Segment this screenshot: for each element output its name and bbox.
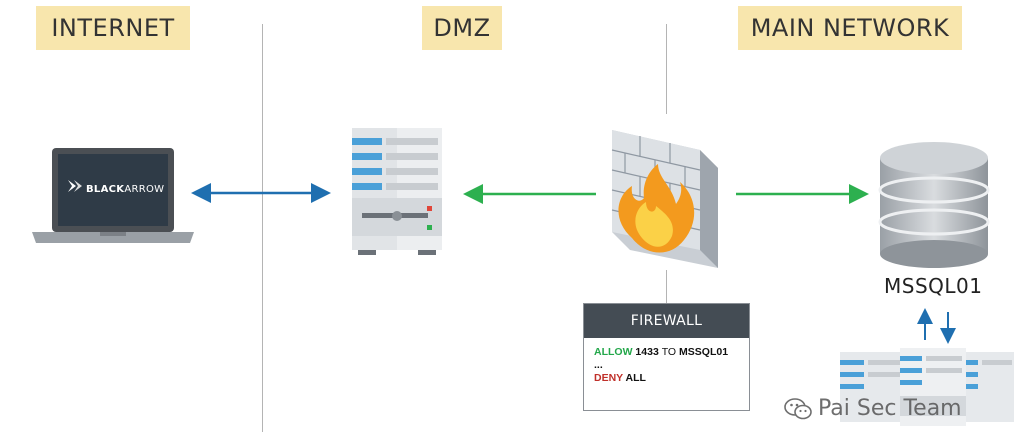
dmz-server-icon <box>352 128 442 255</box>
wechat-icon <box>784 397 812 419</box>
firewall-rules: ALLOW 1433 TO MSSQL01 ... DENY ALL <box>584 338 749 385</box>
watermark-text: Pai Sec Team <box>818 396 962 421</box>
firewall-icon <box>611 130 718 268</box>
rule-allow: ALLOW 1433 TO MSSQL01 <box>594 346 729 358</box>
zone-label-internet: INTERNET <box>36 6 190 50</box>
zone-label-dmz: DMZ <box>422 6 502 50</box>
firewall-rules-panel: FIREWALL ALLOW 1433 TO MSSQL01 ... DENY … <box>583 303 750 411</box>
firewall-title: FIREWALL <box>584 304 749 338</box>
rule-ellipsis: ... <box>594 359 603 371</box>
laptop-brand-logo: BLACKARROW <box>86 184 165 195</box>
rule-deny: DENY ALL <box>594 372 646 384</box>
watermark: Pai Sec Team <box>784 396 962 421</box>
server-cluster-icon <box>840 348 1014 426</box>
laptop-icon <box>32 148 194 243</box>
database-icon <box>878 142 990 268</box>
database-label: MSSQL01 <box>884 274 983 298</box>
divider-internet-dmz <box>262 24 263 432</box>
zone-label-main-network: MAIN NETWORK <box>738 6 962 50</box>
divider-dmz-main-top <box>666 24 667 114</box>
